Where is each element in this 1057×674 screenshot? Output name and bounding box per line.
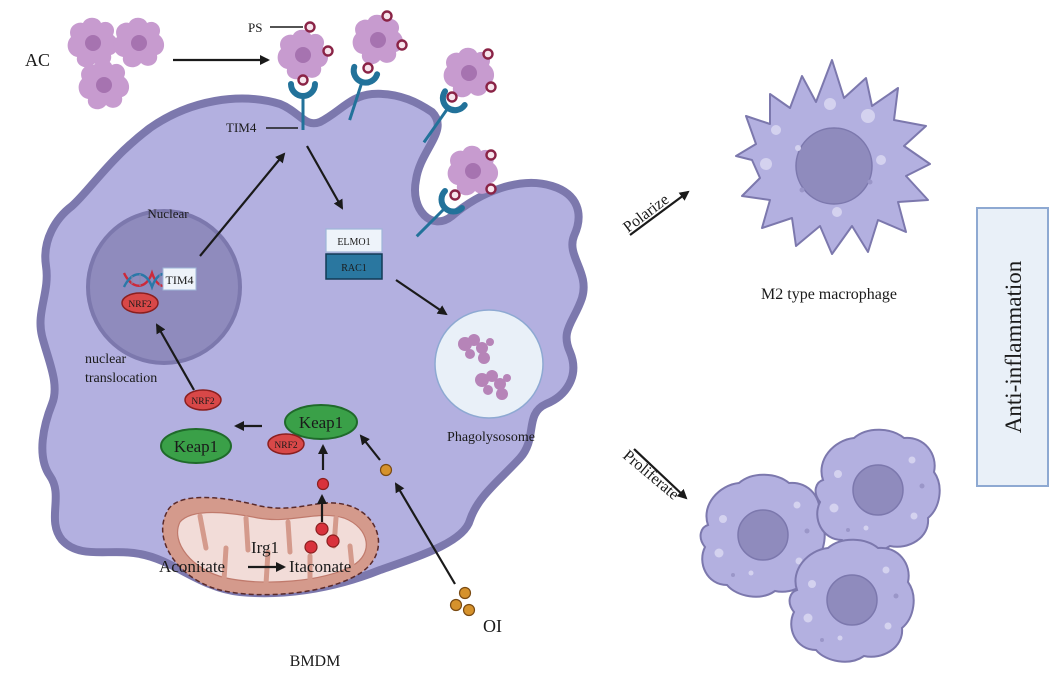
nuclear-translocation-line1: nuclear xyxy=(85,352,127,367)
keap1-bound xyxy=(284,404,358,440)
m2-macrophage-label: M2 type macrophage xyxy=(761,286,897,303)
tim4-receptor-3 xyxy=(422,88,468,144)
ps-2a xyxy=(381,10,393,22)
nrf2-nucleus xyxy=(121,292,159,314)
nrf2-nucleus-label: NRF2 xyxy=(128,300,151,310)
nrf2-bound-label: NRF2 xyxy=(274,441,297,451)
oi-dot-3 xyxy=(462,603,476,617)
tim4-receptor-4 xyxy=(415,188,465,238)
oi-label: OI xyxy=(483,616,502,636)
ac-cell-3 xyxy=(78,59,130,110)
m2-macrophage xyxy=(735,59,931,255)
oi-dot-inside xyxy=(379,463,393,477)
phagolysosome xyxy=(434,309,544,419)
rac1-box xyxy=(325,253,383,280)
itaconate-dot-mito-3 xyxy=(326,534,340,548)
proliferated-macrophage-3 xyxy=(788,538,915,663)
elmo1-box xyxy=(325,228,383,253)
polarize-label: Polarize xyxy=(620,191,672,236)
ps-1c xyxy=(297,74,309,86)
ps-3c xyxy=(446,91,458,103)
digested-cell-2 xyxy=(475,370,511,400)
elmo1-label: ELMO1 xyxy=(337,237,370,248)
arrow-rac1-to-phagolysosome xyxy=(395,279,448,316)
anti-inflammation-label: Anti-inflammation xyxy=(1001,260,1026,433)
ps-3a xyxy=(482,48,494,60)
bmdm-label: BMDM xyxy=(290,653,341,670)
ps-1b xyxy=(322,45,334,57)
nrf2-free xyxy=(184,389,222,411)
tim4-gene-box xyxy=(162,267,197,291)
ps-4b xyxy=(485,183,497,195)
ps-4c xyxy=(449,189,461,201)
keap1-free xyxy=(160,428,232,464)
nuclear-translocation-line2: translocation xyxy=(85,371,157,386)
digested-cell-1 xyxy=(458,334,494,364)
nrf2-bound xyxy=(267,433,305,455)
rac1-label: RAC1 xyxy=(341,263,367,274)
nrf2-free-label: NRF2 xyxy=(191,397,214,407)
ps-1a xyxy=(304,21,316,33)
ps-4a xyxy=(485,149,497,161)
proliferate-label: Proliferate xyxy=(619,447,682,503)
nuclear-translocation-label-2: translocation xyxy=(85,371,157,386)
phagolysosome-label: Phagolysosome xyxy=(447,430,535,445)
oi-dot-1 xyxy=(458,586,472,600)
ac-cell-2 xyxy=(113,17,165,68)
itaconate-dot-mito-2 xyxy=(304,540,318,554)
ps-2c xyxy=(362,62,374,74)
ps-label: PS xyxy=(248,20,262,35)
anti-inflammation-box xyxy=(976,207,1049,487)
keap1-bound-label: Keap1 xyxy=(299,413,343,432)
ac-bound-1 xyxy=(277,29,329,80)
nuclear-label: Nuclear xyxy=(147,206,189,221)
ac-label: AC xyxy=(25,50,50,70)
tim4-gene-label: TIM4 xyxy=(166,273,194,287)
ps-3b xyxy=(485,81,497,93)
nuclear-translocation-label: nuclear xyxy=(85,352,127,367)
tim4-label: TIM4 xyxy=(226,120,257,135)
arrow-proliferate xyxy=(633,448,688,500)
arrow-polarize xyxy=(629,190,690,236)
arrow-tim4-to-elmo1 xyxy=(306,145,343,210)
ac-cell-1 xyxy=(67,17,119,68)
irg1-label: Irg1 xyxy=(251,538,279,557)
itaconate-label: Itaconate xyxy=(289,557,351,576)
itaconate-dot xyxy=(316,477,330,491)
arrow-nucleus-to-tim4 xyxy=(199,152,286,257)
oi-dot-2 xyxy=(449,598,463,612)
keap1-free-label: Keap1 xyxy=(174,437,218,456)
itaconate-dot-mito-1 xyxy=(315,522,329,536)
aconitate-label: Aconitate xyxy=(159,557,225,576)
arrow-oi-to-keap1 xyxy=(359,434,381,461)
ps-2b xyxy=(396,39,408,51)
ac-bound-2 xyxy=(352,14,404,65)
arrow-oi-entry xyxy=(394,482,456,585)
arrow-nrf2-to-nucleus xyxy=(156,323,195,391)
tim4-receptor-2 xyxy=(348,63,381,121)
proliferated-macrophage-2 xyxy=(814,428,941,553)
